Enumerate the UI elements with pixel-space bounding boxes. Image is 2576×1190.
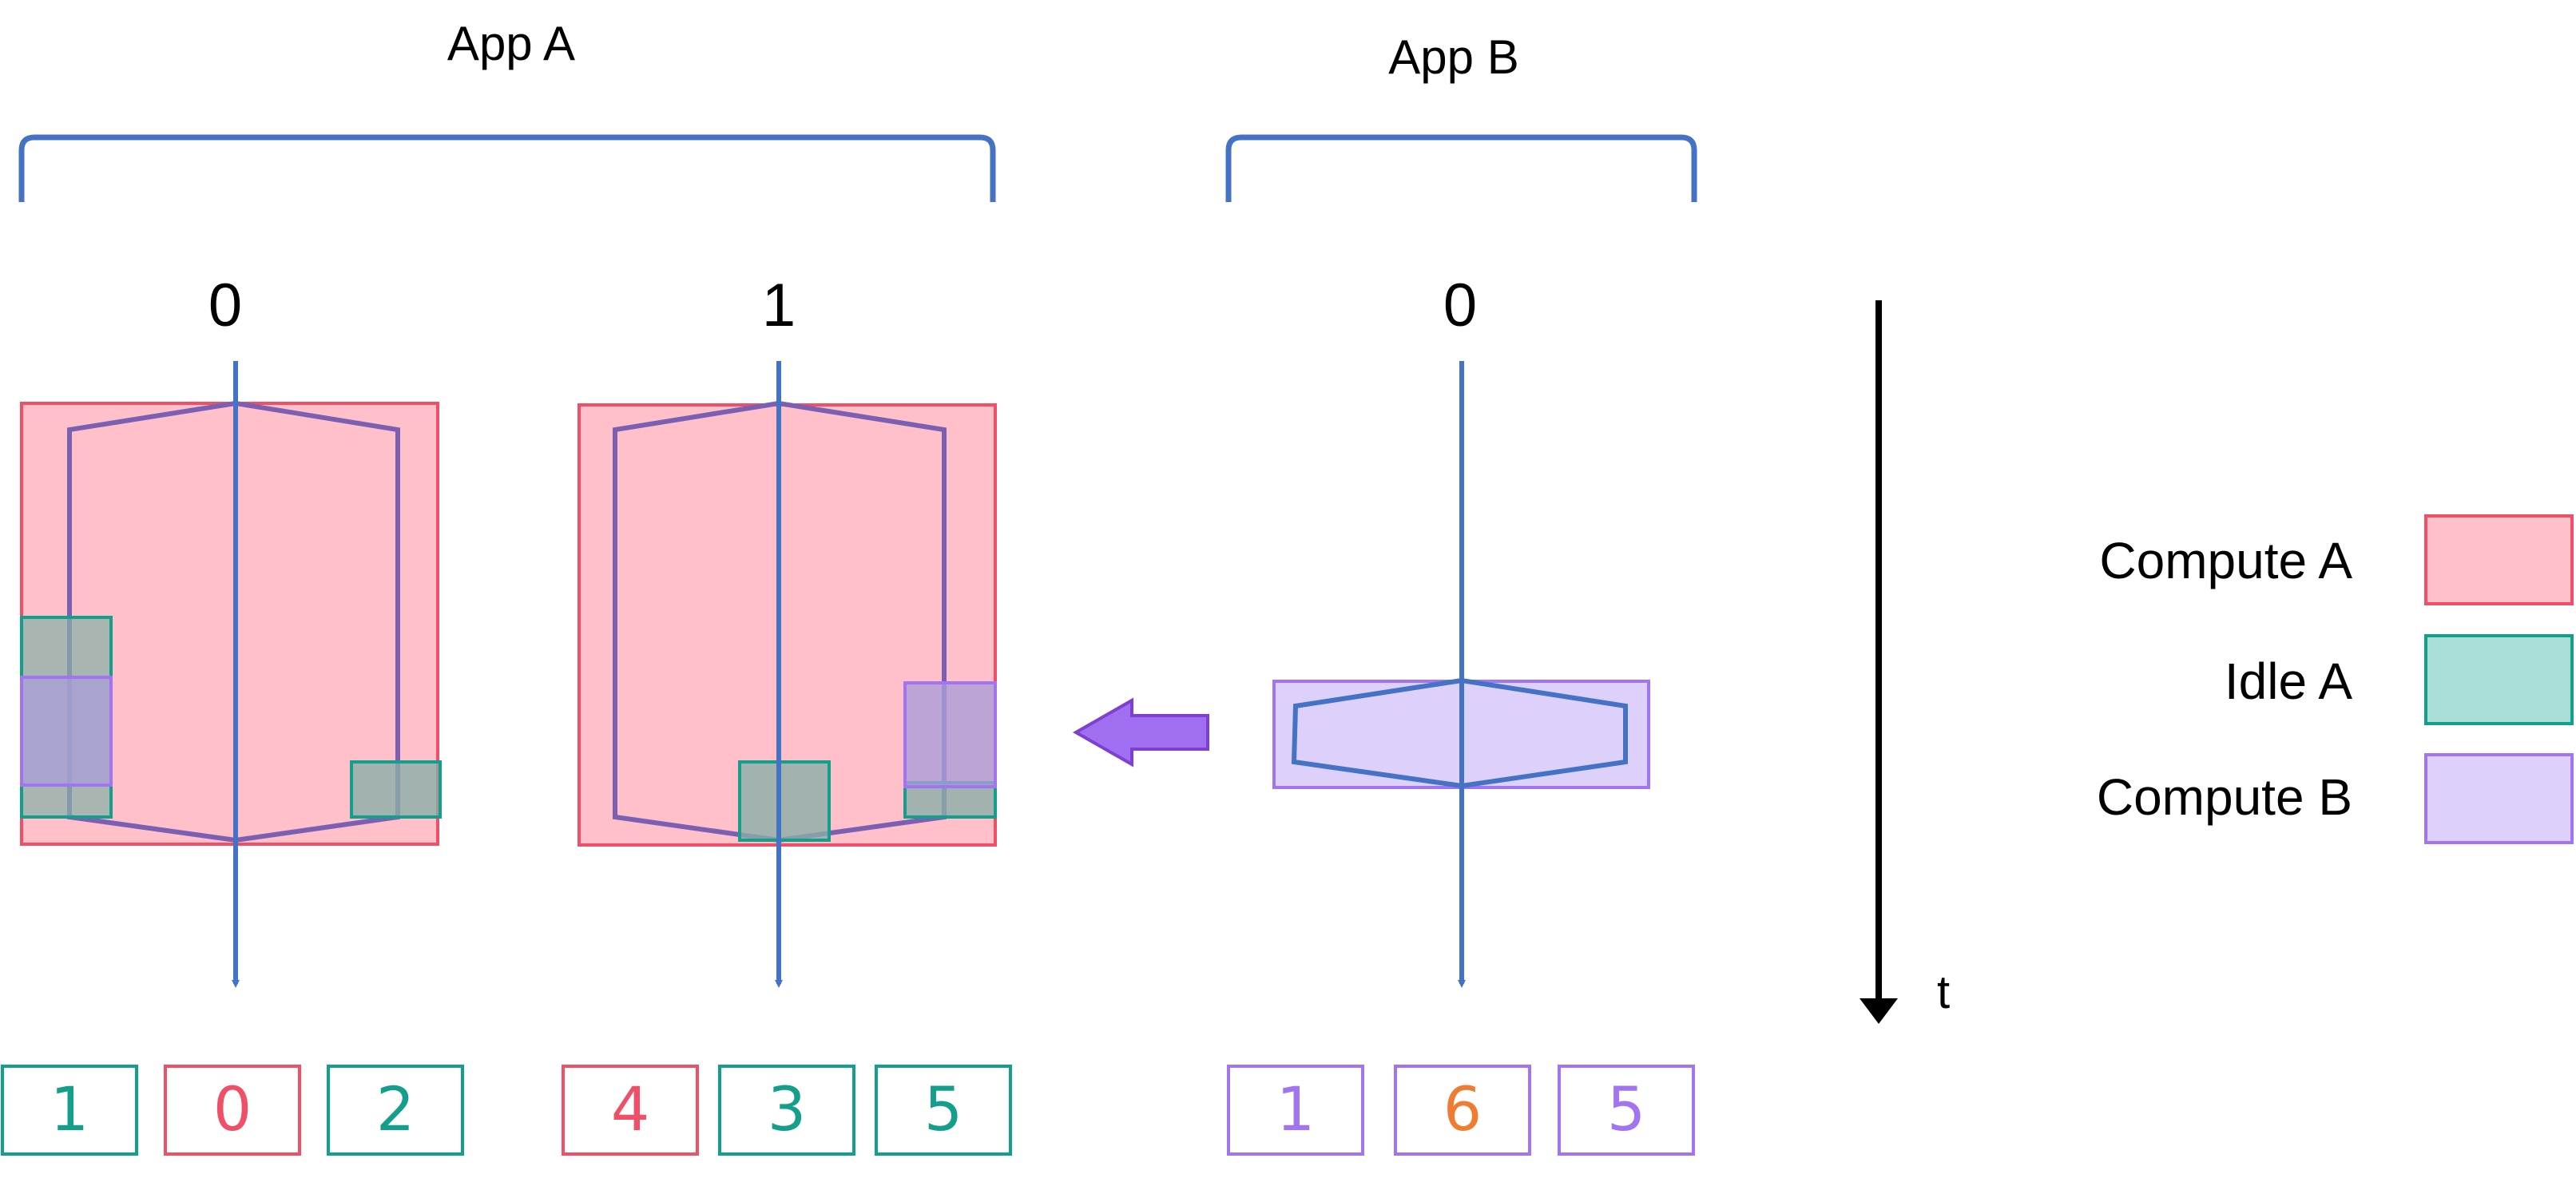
legend-compute-a-swatch — [2424, 514, 2574, 605]
task-box-number: 2 — [376, 1073, 415, 1144]
task-box — [164, 1065, 301, 1156]
idle-a-block — [350, 760, 442, 819]
legend-idle-a-swatch — [2424, 634, 2574, 725]
task-box — [1558, 1065, 1695, 1156]
task-box-number: 1 — [1276, 1073, 1315, 1144]
app-b-bracket — [1225, 134, 1697, 202]
task-box — [1, 1065, 138, 1156]
time-axis-label: t — [1937, 966, 1950, 1018]
task-box-number: 4 — [611, 1073, 649, 1144]
app-a-bracket — [18, 134, 996, 202]
rank-b0-label: 0 — [1443, 272, 1477, 339]
task-box-number: 1 — [50, 1073, 89, 1144]
rank-a0-label: 0 — [208, 272, 242, 339]
task-box — [562, 1065, 699, 1156]
legend-idle-a-label: Idle A — [2225, 653, 2352, 710]
task-box — [1394, 1065, 1531, 1156]
task-box — [718, 1065, 855, 1156]
rank-a1-label: 1 — [762, 272, 796, 339]
app-a-label: App A — [447, 17, 575, 70]
task-box-number: 5 — [924, 1073, 963, 1144]
task-box-number: 5 — [1607, 1073, 1645, 1144]
task-box — [327, 1065, 464, 1156]
task-box — [875, 1065, 1012, 1156]
legend-compute-b-swatch — [2424, 753, 2574, 844]
task-box — [1227, 1065, 1364, 1156]
idle-a-block — [903, 781, 997, 819]
legend-compute-b-label: Compute B — [2097, 768, 2352, 826]
task-box-number: 3 — [768, 1073, 806, 1144]
time-axis-arrowhead — [1860, 998, 1898, 1024]
task-box-number: 0 — [213, 1073, 252, 1144]
compute-b-block — [903, 681, 997, 788]
app-b-label: App B — [1388, 30, 1518, 84]
task-box-number: 6 — [1443, 1073, 1482, 1144]
compute-b-block — [20, 676, 113, 787]
idle-a-block — [738, 760, 831, 842]
migration-arrow — [1072, 697, 1209, 768]
legend-compute-a-label: Compute A — [2099, 532, 2352, 589]
